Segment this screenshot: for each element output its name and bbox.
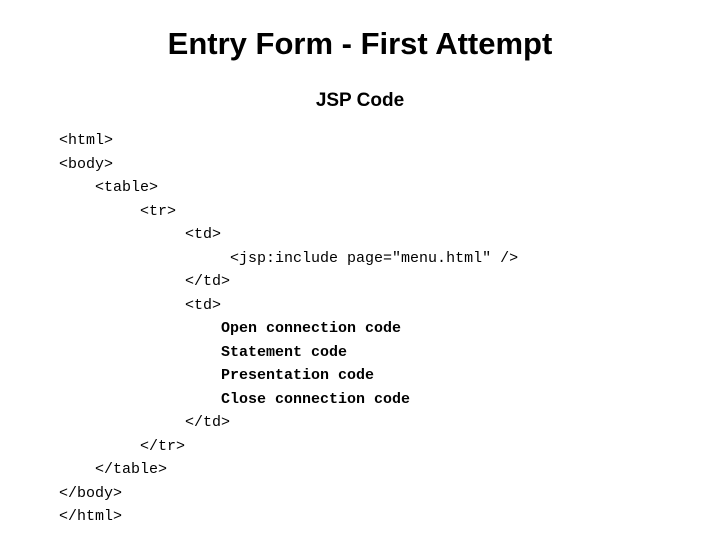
code-line: <table>: [59, 179, 159, 196]
code-line: Presentation code: [59, 367, 375, 384]
code-line: <html>: [59, 132, 114, 149]
slide-subtitle: JSP Code: [315, 90, 405, 111]
code-line: <td>: [59, 296, 222, 314]
code-line: Close connection code: [59, 390, 411, 408]
code-line: </td>: [59, 414, 231, 431]
code-line: </tr>: [59, 437, 186, 455]
code-line: Open connection code: [59, 320, 402, 337]
code-line: Statement code: [59, 343, 348, 361]
code-line: <body>: [59, 155, 114, 173]
code-line: <tr>: [59, 202, 177, 220]
code-line: </body>: [59, 484, 123, 502]
code-listing: <html> <body> <table> <tr> <td> <jsp:incl…: [59, 129, 704, 529]
code-line: </td>: [59, 273, 231, 290]
code-line: <jsp:include page="menu.html" />: [59, 249, 519, 267]
code-line: </table>: [59, 461, 168, 478]
code-line: </html>: [59, 508, 123, 525]
page-title: Entry Form - First Attempt: [167, 26, 553, 61]
code-line: <td>: [59, 226, 222, 243]
